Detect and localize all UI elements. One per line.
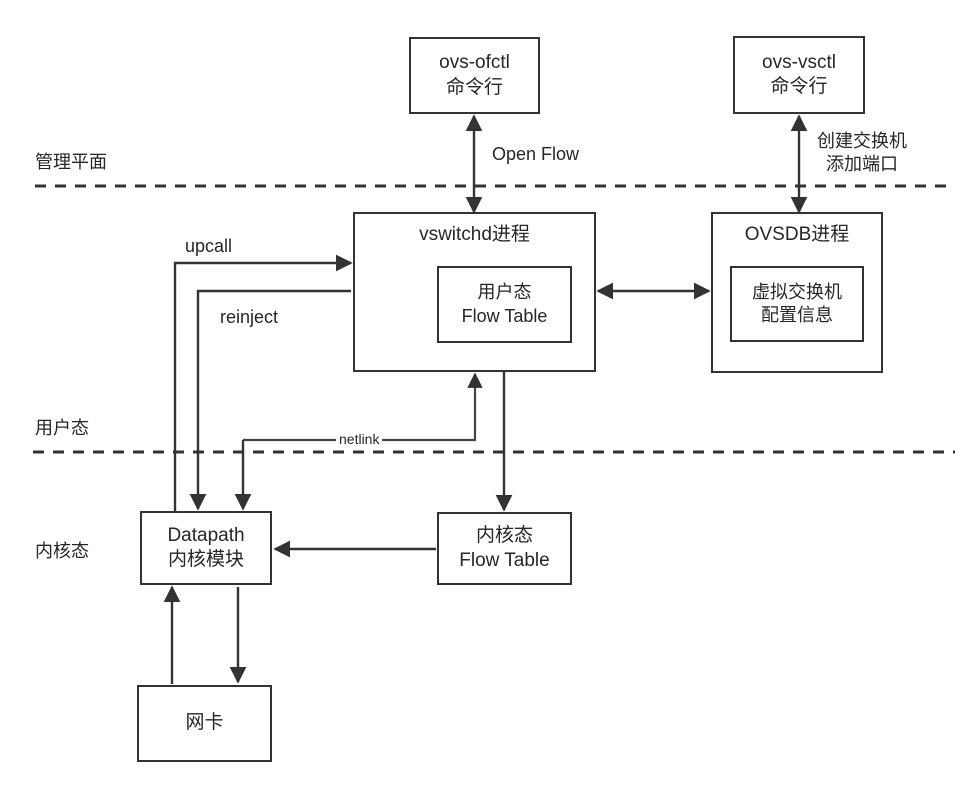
node-datapath[interactable]: Datapath 内核模块 [140,511,272,585]
edge-label-vsctl-ops-line2: 添加端口 [826,154,898,175]
node-kernel-flow-table-line1: 内核态 [475,525,533,547]
edge-upcall [173,254,353,511]
node-ovs-ofctl-line1: ovs-ofctl [439,52,510,74]
edge-label-upcall: upcall [185,236,233,256]
node-user-flow-table[interactable]: 用户态 Flow Table [437,266,572,343]
node-ovsdb-title: OVSDB进程 [744,224,850,245]
node-ovs-vsctl-line1: ovs-vsctl [762,51,836,73]
edge-label-reinject: reinject [220,307,279,327]
node-user-flow-table-line1: 用户态 [477,282,532,303]
edge-label-vsctl-ops: 创建交换机 添加端口 [817,130,907,177]
node-switch-config-line1: 虚拟交换机 [752,281,842,302]
node-kernel-flow-table-line2: Flow Table [459,549,550,571]
edge-reinject [189,289,351,511]
node-nic-line1: 网卡 [185,712,224,734]
node-ovs-vsctl-line2: 命令行 [770,76,828,97]
node-user-flow-table-line2: Flow Table [461,305,548,326]
edge-netlink-up [243,372,483,442]
node-ovs-vsctl[interactable]: ovs-vsctl 命令行 [733,36,865,114]
node-datapath-line2: 内核模块 [167,549,244,570]
layer-label-user-space: 用户态 [35,418,89,438]
node-datapath-line1: Datapath [167,524,245,546]
layer-label-management-plane: 管理平面 [35,152,107,172]
layer-label-kernel-space: 内核态 [35,541,89,561]
node-kernel-flow-table[interactable]: 内核态 Flow Table [437,512,572,585]
node-switch-config-line2: 配置信息 [761,305,833,325]
node-nic[interactable]: 网卡 [137,685,272,762]
node-vswitchd-title: vswitchd进程 [419,224,530,245]
node-ovs-ofctl[interactable]: ovs-ofctl 命令行 [409,37,540,114]
node-ovs-ofctl-line2: 命令行 [445,76,503,98]
edge-label-netlink: netlink [336,430,383,449]
edge-label-open-flow: Open Flow [492,144,580,164]
node-switch-config[interactable]: 虚拟交换机 配置信息 [730,266,864,342]
edge-label-vsctl-ops-line1: 创建交换机 [817,131,907,151]
